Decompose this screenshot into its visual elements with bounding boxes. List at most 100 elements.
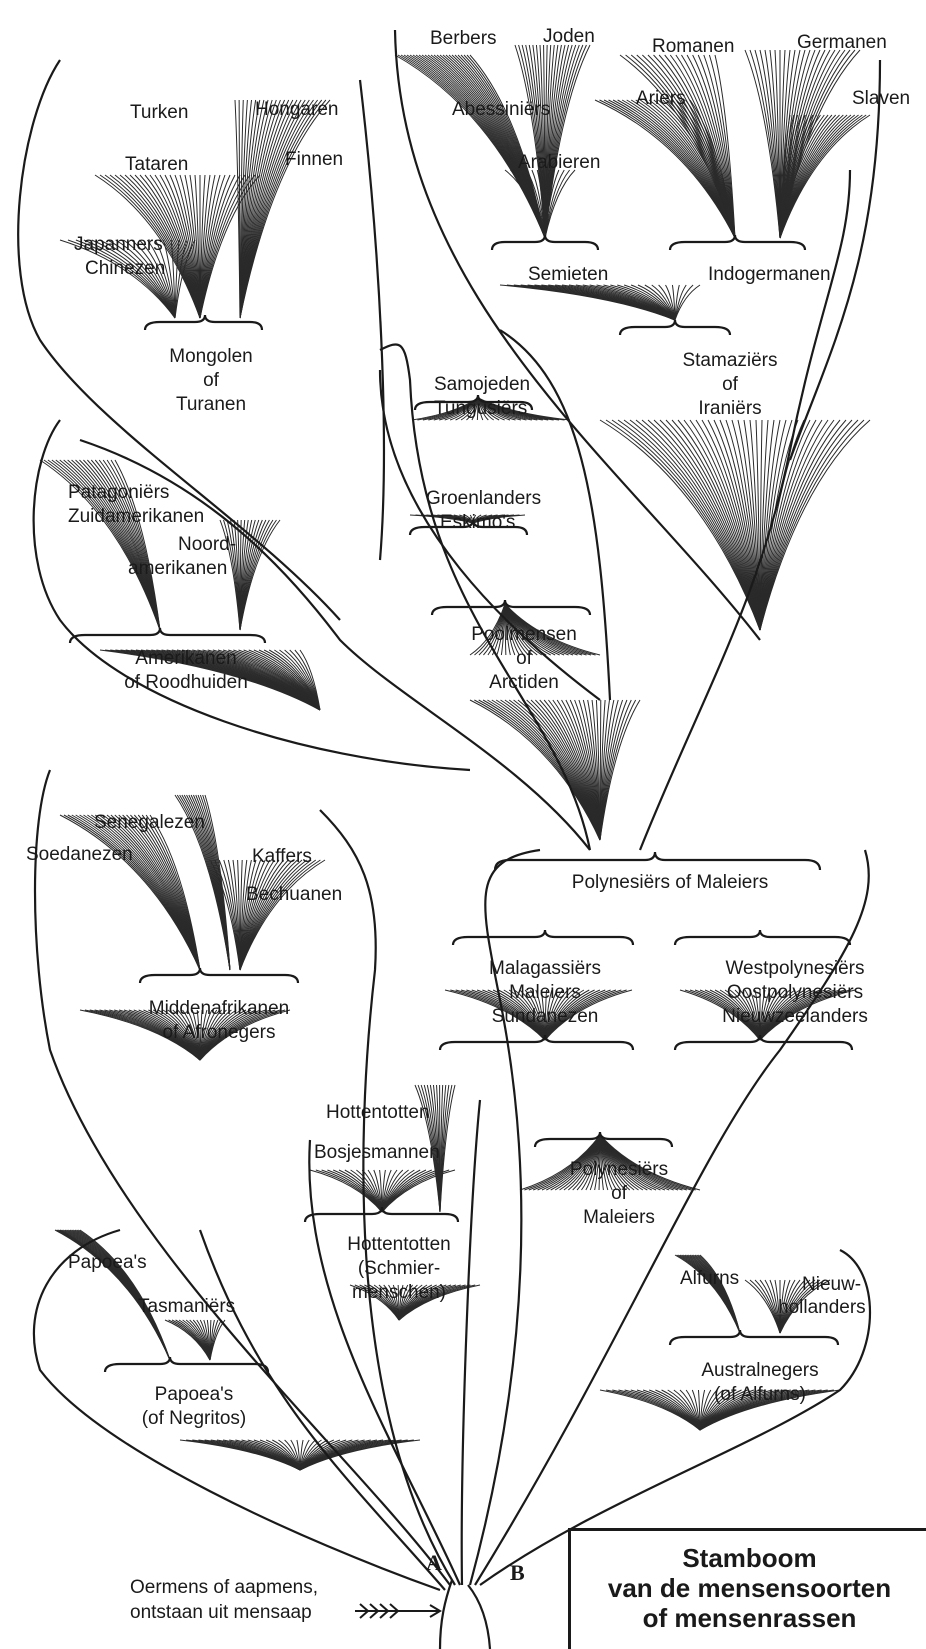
label-amerikanen-1: Amerikanen — [135, 648, 236, 669]
brace-papoea — [105, 1357, 268, 1372]
branch-stroke — [760, 420, 864, 630]
leaf-hollanders: hollanders — [778, 1297, 866, 1318]
leaf-germanen: Germanen — [797, 32, 887, 53]
label-polynesiers-top: Polynesiërs of Maleiers — [572, 872, 768, 893]
label-alfurns-1: Australnegers — [701, 1360, 818, 1381]
leaf-papoeas: Papoea's — [68, 1252, 147, 1273]
leaf-romanen: Romanen — [652, 36, 734, 57]
leaf-nieuwzeelanders: Nieuwzeelanders — [722, 1006, 868, 1027]
label-mongolen-3: Turanen — [176, 394, 246, 415]
label-iraniers-3: Iraniërs — [698, 398, 761, 419]
leaf-patagoniers: Patagoniërs — [68, 482, 169, 503]
brace-indogermanen — [670, 235, 805, 250]
label-alfurns-2: (of Alfurns) — [714, 1384, 806, 1405]
leaf-alfurns: Alfurns — [680, 1268, 739, 1289]
brace-semieten — [492, 235, 598, 250]
brace-polynesiers-top — [495, 852, 820, 870]
leaf-groenlanders: Groenlanders — [426, 488, 541, 509]
label-semieten: Semieten — [528, 264, 608, 285]
leaf-nieuw: Nieuw- — [802, 1274, 861, 1295]
branch-stroke — [626, 55, 735, 238]
label-indogermanen: Indogermanen — [708, 264, 831, 285]
branch-stroke — [60, 815, 200, 970]
branch-stroke — [600, 700, 636, 840]
leaf-oostpolynesiers: Oostpolynesiërs — [727, 982, 863, 1003]
branch-stroke — [398, 55, 545, 238]
label-polynesiers-low-3: Maleiers — [583, 1207, 655, 1228]
leaf-joden: Joden — [543, 26, 595, 47]
leaf-tataren: Tataren — [125, 154, 188, 175]
branch-stroke — [407, 55, 545, 238]
label-hottentotten-3: menschen) — [352, 1282, 446, 1303]
leaf-samojeden: Samojeden — [434, 374, 530, 395]
label-afronegers-1: Middenafrikanen — [149, 998, 289, 1019]
leaf-hottentotten: Hottentotten — [326, 1102, 430, 1123]
lobe-mongolen-right — [360, 80, 384, 560]
trunk-label-b: B — [510, 1560, 525, 1585]
branch-stroke — [55, 1230, 170, 1360]
leaf-bechuanen: Bechuanen — [246, 884, 342, 905]
label-arctiden-3: Arctiden — [489, 672, 559, 693]
leaf-malagassiers: Malagassiërs — [489, 958, 601, 979]
leaf-turken: Turken — [130, 102, 188, 123]
label-afronegers-2: of Afronegers — [162, 1022, 275, 1043]
root-label-1: Oermens of aapmens, — [130, 1577, 318, 1598]
lobe-hottentotten-right — [462, 1100, 480, 1585]
branch-stroke — [612, 420, 760, 630]
leaf-abessiniers: Abessiniërs — [452, 99, 550, 120]
brace-westpolynesiers-low — [675, 1035, 852, 1050]
branch-stroke — [509, 700, 600, 840]
branch-stroke — [95, 815, 200, 970]
leaf-kaffers: Kaffers — [252, 846, 312, 867]
arrow-icon — [355, 1604, 440, 1618]
brace-malagassiers-low — [440, 1035, 633, 1050]
label-amerikanen-2: of Roodhuiden — [124, 672, 248, 693]
leaf-tasmaniers: Tasmaniërs — [138, 1296, 235, 1317]
branch-stroke — [68, 815, 200, 970]
label-polynesiers-low-1: Polynesiërs — [570, 1159, 668, 1180]
leaf-ariers: Ariërs — [636, 88, 686, 109]
brace-mongolen — [145, 315, 262, 330]
caption-line-3: of mensenrassen — [571, 1603, 926, 1633]
branch-stroke — [57, 1230, 170, 1360]
caption-box: Stamboom van de mensensoorten of mensenr… — [568, 1528, 926, 1649]
label-papoea-2: (of Negritos) — [142, 1408, 247, 1429]
lobe-afronegers — [35, 770, 450, 1585]
lobe-amerikanen — [34, 420, 470, 770]
branch-stroke — [58, 1230, 170, 1360]
leaf-noord: Noord- — [178, 534, 236, 555]
leaf-soedanezen: Soedanezen — [26, 844, 133, 865]
branch-stroke — [67, 1230, 170, 1360]
trunk-label-a: A — [426, 1550, 442, 1575]
branch-stroke — [240, 100, 326, 318]
leaf-finnen: Finnen — [285, 149, 343, 170]
caption-line-2: van de mensensoorten — [571, 1573, 926, 1603]
leaf-japanners: Japanners — [74, 234, 163, 255]
branch-stroke — [760, 420, 852, 630]
caption-line-1: Stamboom — [571, 1543, 926, 1573]
branch-stroke — [65, 1230, 170, 1360]
leaf-berbers: Berbers — [430, 28, 497, 49]
brace-iraniers — [620, 320, 730, 335]
label-iraniers-2: of — [722, 374, 739, 395]
label-arctiden-2: of — [516, 648, 533, 669]
leaf-bosjesmannen: Bosjesmannen — [314, 1142, 440, 1163]
brace-westpolynesiers — [675, 930, 850, 945]
label-mongolen-1: Mongolen — [169, 346, 252, 367]
branch-stroke — [636, 420, 760, 630]
leaf-zuidamerikanen: Zuidamerikanen — [68, 506, 204, 527]
leaf-westpolynesiers: Westpolynesiërs — [725, 958, 864, 979]
label-hottentotten-1: Hottentotten — [347, 1234, 451, 1255]
leaf-chinezen: Chinezen — [85, 258, 165, 279]
leaf-sundanezen: Sundanezen — [492, 1006, 599, 1027]
label-iraniers-1: Stamaziërs — [682, 350, 777, 371]
label-polynesiers-low-2: of — [611, 1183, 628, 1204]
brace-malagassiers — [453, 930, 633, 945]
brace-amerikanen — [70, 628, 265, 643]
leaf-arabieren: Arabieren — [518, 152, 600, 173]
branch-stroke — [70, 1230, 170, 1360]
leaf-senegalezen: Senegalezen — [94, 812, 205, 833]
trunk-b — [468, 1585, 490, 1649]
brace-afronegers — [140, 968, 298, 983]
